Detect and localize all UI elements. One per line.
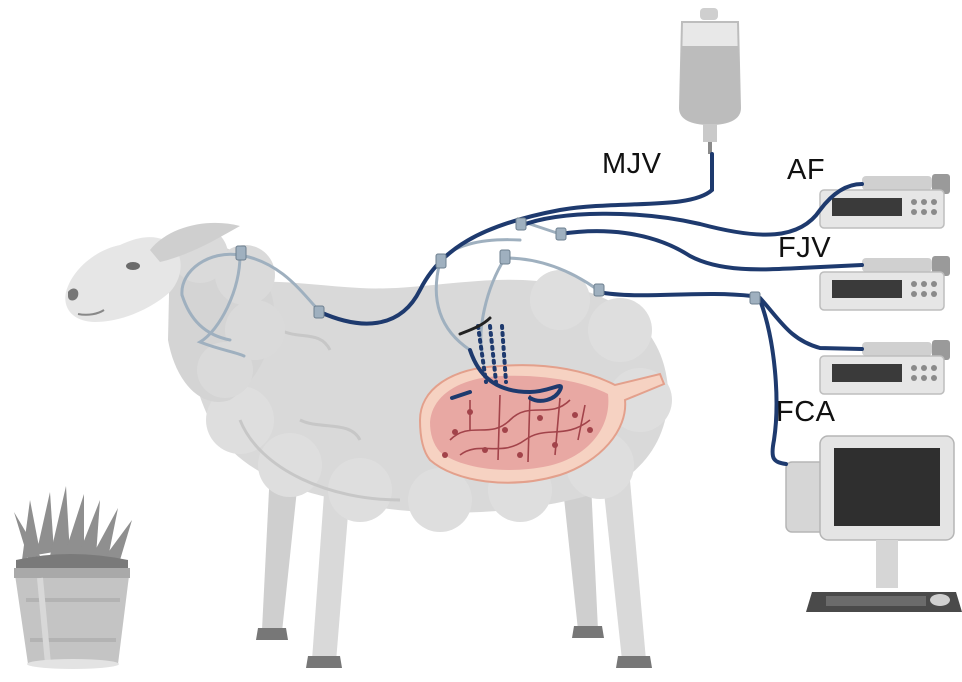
grass-bucket-icon [14,486,132,669]
label-mjv: MJV [602,148,662,181]
iv-bag-icon [680,8,740,154]
syringe-pump-1 [820,174,950,228]
label-fjv: FJV [778,232,831,265]
computer-monitor-icon [786,436,962,612]
label-af: AF [787,154,825,187]
label-fca: FCA [776,396,836,429]
